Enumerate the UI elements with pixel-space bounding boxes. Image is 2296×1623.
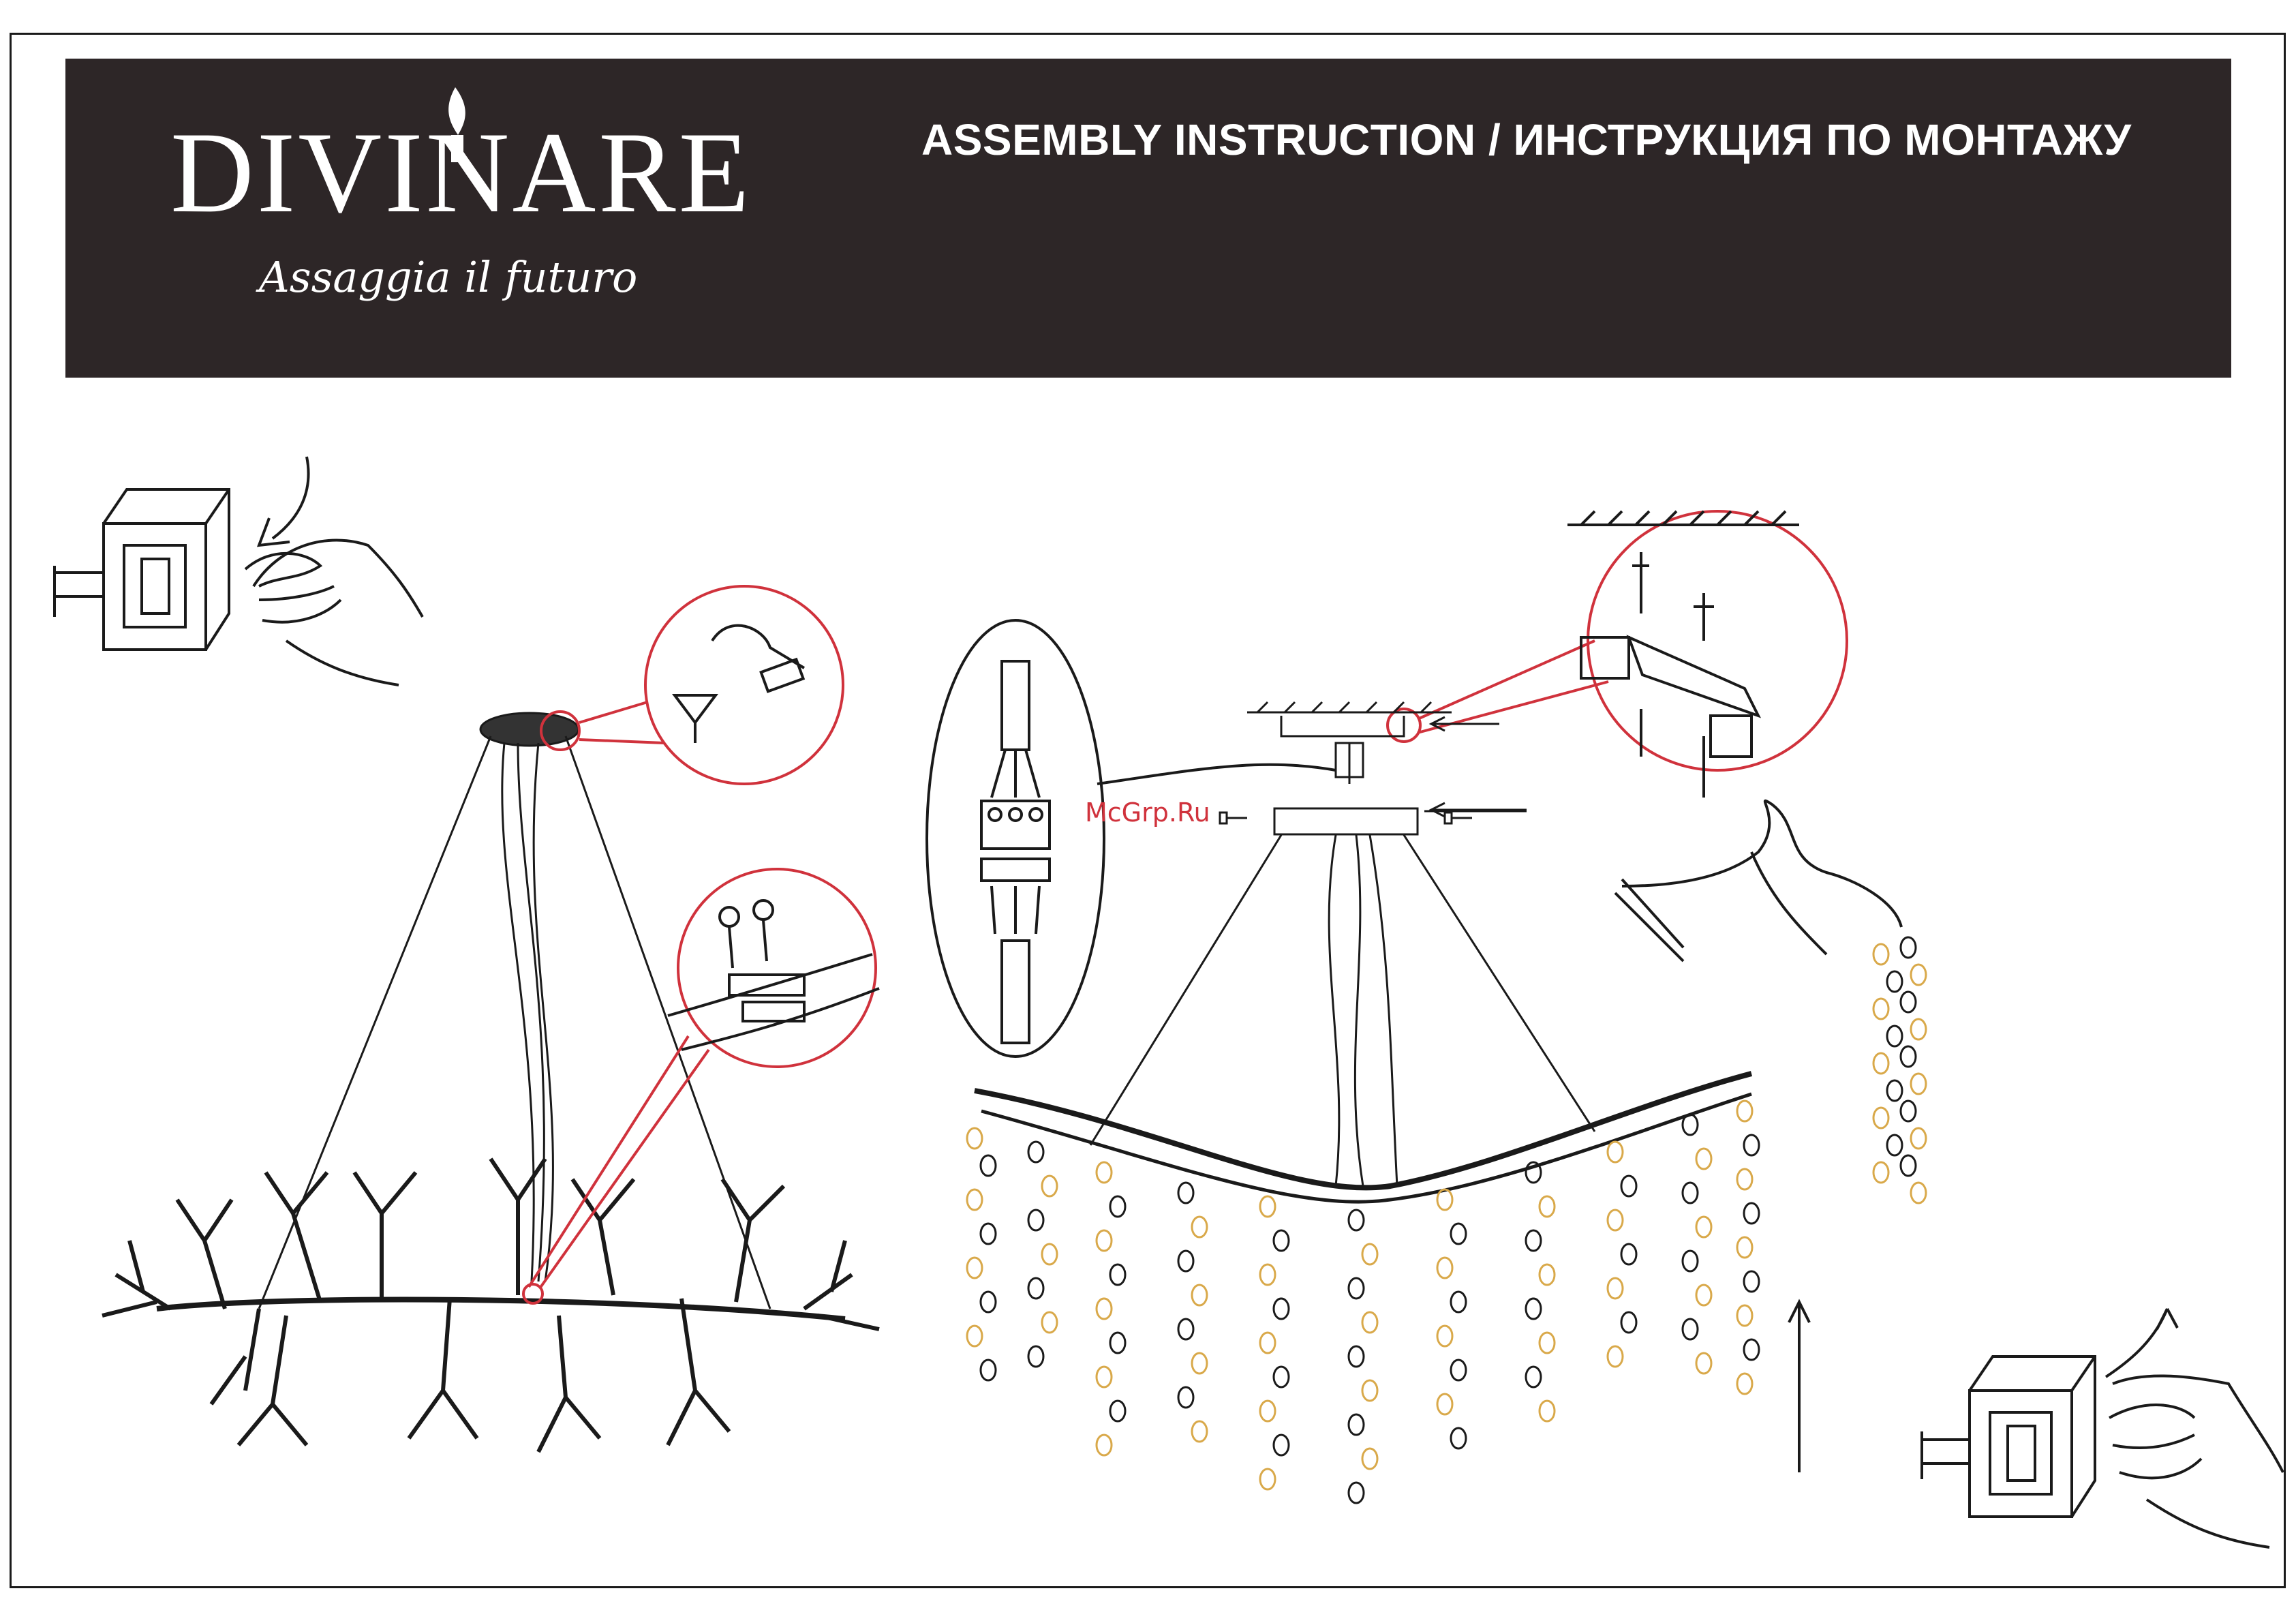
crystal-strands <box>967 1101 1759 1503</box>
arrow-icon <box>2106 1309 2177 1377</box>
screw-icon <box>1220 813 1472 823</box>
hand-icon <box>245 541 423 686</box>
arrow-icon <box>1431 717 1527 817</box>
hanging-crystal-strand <box>1873 937 1926 1203</box>
callout-connector-screws <box>523 869 876 1303</box>
arrow-icon <box>259 457 309 545</box>
chandelier-left <box>102 713 879 1452</box>
wall-switch-on-icon <box>1922 1356 2095 1517</box>
arrow-up-icon <box>1789 1302 1809 1472</box>
logo-flame-icon <box>448 87 465 162</box>
wall-switch-off-icon <box>55 489 229 650</box>
screw-icon <box>675 626 804 743</box>
callout-canopy-screw <box>541 586 843 784</box>
branch-strand-detail <box>1615 801 1901 961</box>
hand-icon <box>2109 1376 2283 1547</box>
callout-wiring-detail <box>927 620 1336 1057</box>
callout-ceiling-bracket <box>1388 511 1847 770</box>
watermark-text: McGrp.Ru <box>1085 798 1210 828</box>
ceiling-bracket-icon <box>1567 511 1799 798</box>
